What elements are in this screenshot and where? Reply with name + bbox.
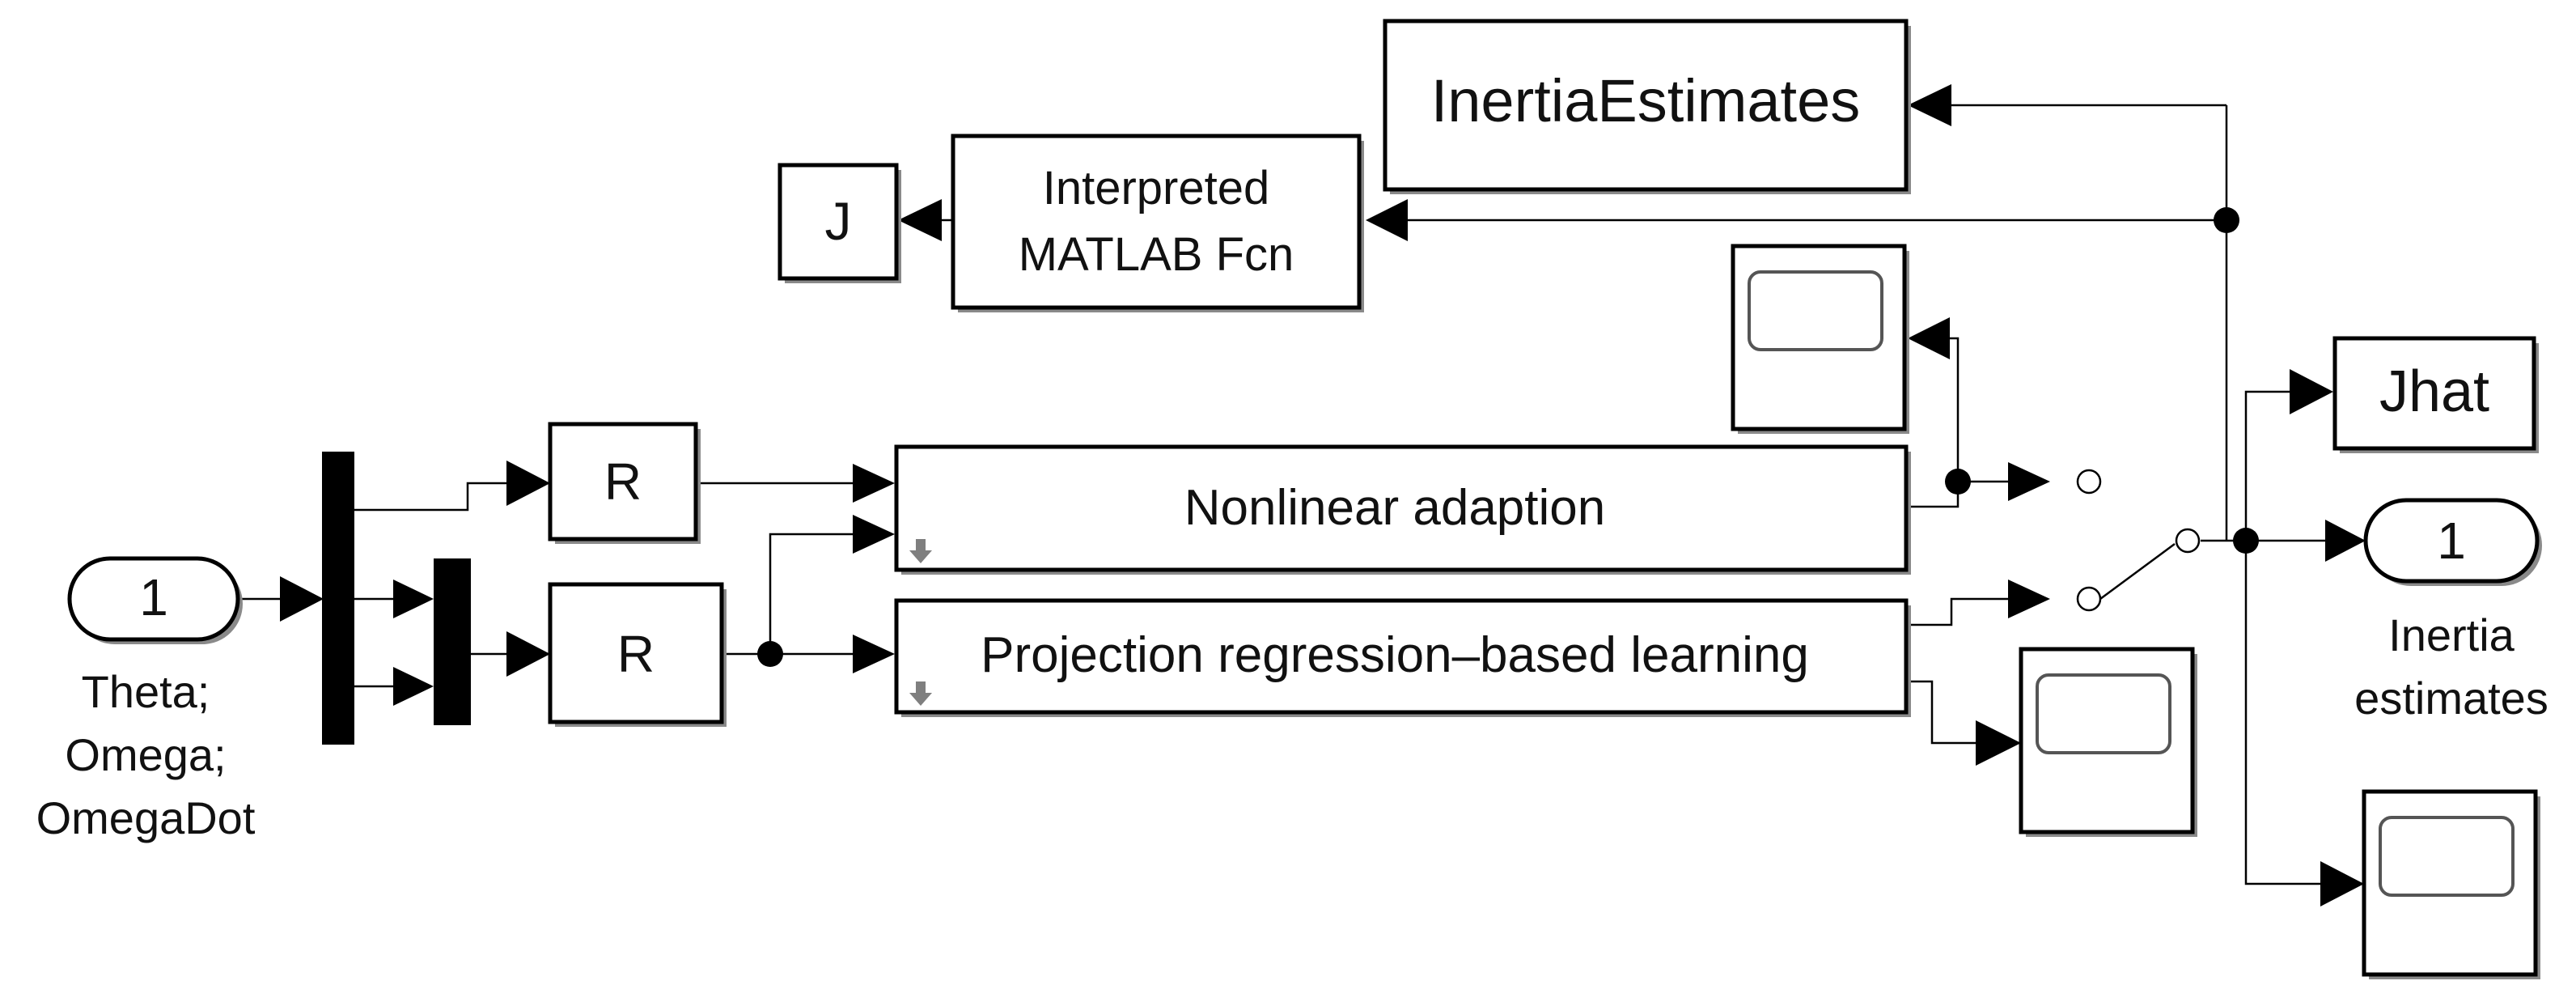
arrow-r1-nonlinear [853, 464, 895, 503]
mux-bar-icon[interactable] [322, 452, 354, 745]
arrow-nonlinear-scope [1908, 317, 1950, 359]
signal-lines [236, 84, 2366, 906]
inport-label-line-1: Theta; [82, 666, 210, 717]
outport-label: Inertia estimates [2354, 609, 2548, 724]
arrow-interp-j [898, 199, 942, 241]
inport-label-line-2: Omega; [65, 729, 226, 780]
switch-blade [2099, 542, 2176, 601]
inport-block[interactable]: 1 [67, 556, 243, 644]
goto-j-label: J [825, 191, 852, 251]
arrow-projection-scope [1976, 720, 2021, 766]
scope-icon-3[interactable] [2362, 789, 2540, 979]
wire-r2-nonlinear [769, 533, 858, 654]
arrow-r2-projection [853, 635, 895, 673]
scope-icon-2[interactable] [2019, 647, 2197, 837]
wire-mux-r1 [354, 482, 510, 512]
inertia-estimates-label: InertiaEstimates [1431, 67, 1861, 134]
outport-block[interactable]: 1 [2363, 498, 2542, 586]
interpreted-label-line-2: MATLAB Fcn [1019, 228, 1294, 281]
inertia-estimates-block[interactable]: InertiaEstimates [1383, 19, 1911, 194]
switch-port-out [2175, 528, 2201, 554]
wire-to-scope3 [2244, 541, 2325, 885]
scope-icon[interactable] [1731, 244, 1909, 434]
arrow-inport-mux [280, 576, 324, 622]
interpreted-matlab-fcn-block[interactable]: Interpreted MATLAB Fcn [951, 134, 1364, 312]
goto-j-block[interactable]: J [777, 163, 901, 283]
rate-transition-1-label: R [604, 452, 642, 511]
manual-switch-icon[interactable] [2076, 469, 2201, 612]
wire-nonlinear-scope [1934, 337, 1960, 482]
rate-transition-2-label: R [617, 625, 655, 683]
arrow-mux-mux2-a [393, 580, 434, 618]
outport-label-line-2: estimates [2354, 673, 2548, 724]
wire-projection-scope [1908, 680, 1981, 745]
arrow-to-interpreted [1366, 199, 1408, 241]
rate-transition-1[interactable]: R [548, 422, 701, 544]
inport-label-line-3: OmegaDot [36, 792, 256, 843]
nonlinear-adaption-subsystem[interactable]: Nonlinear adaption [894, 444, 1911, 575]
outport-number: 1 [2437, 512, 2466, 570]
outport-label-line-1: Inertia [2388, 609, 2515, 660]
jhat-label: Jhat [2379, 359, 2489, 424]
projection-learning-label: Projection regression–based learning [981, 627, 1809, 683]
jhat-goto-block[interactable]: Jhat [2332, 336, 2539, 453]
arrow-mux2-r2 [506, 631, 550, 677]
arrow-to-scope3 [2320, 861, 2364, 906]
inport-label: Theta; Omega; OmegaDot [36, 666, 256, 843]
arrow-mux-mux2-b [393, 667, 434, 706]
interpreted-label-line-1: Interpreted [1043, 162, 1270, 214]
nonlinear-adaption-label: Nonlinear adaption [1184, 480, 1606, 536]
arrow-mux-r1 [506, 461, 550, 506]
down-arrow-icon [909, 681, 932, 706]
arrow-to-jhat [2290, 369, 2333, 414]
projection-learning-subsystem[interactable]: Projection regression–based learning [894, 598, 1911, 717]
arrow-r2-nonlinear [853, 515, 895, 554]
rate-transition-2[interactable]: R [548, 582, 727, 727]
switch-port-bottom [2076, 586, 2102, 612]
arrow-switch-outport [2325, 520, 2366, 562]
mux-bar-icon-2[interactable] [434, 558, 471, 725]
wire-projection-switch [1908, 597, 2013, 626]
arrow-nonlinear-switch [2008, 462, 2050, 501]
wire-to-jhat [2244, 390, 2293, 541]
down-arrow-icon [909, 539, 932, 563]
arrow-projection-switch [2008, 580, 2050, 618]
arrow-to-inertiaestimates [1908, 84, 1951, 126]
switch-port-top [2076, 469, 2102, 495]
inport-number: 1 [139, 568, 168, 626]
